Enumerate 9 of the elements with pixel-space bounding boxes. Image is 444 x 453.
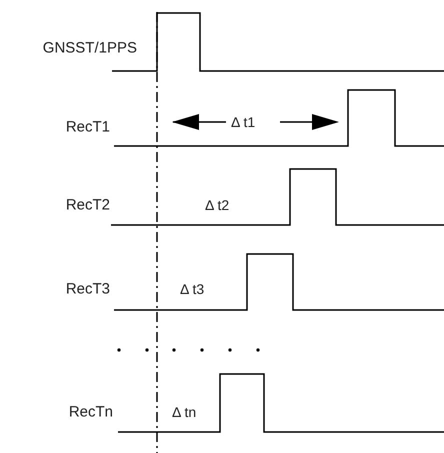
signal-label: RecT3 <box>66 282 110 296</box>
interval-label: Δ t1 <box>231 115 256 129</box>
signal-label: GNSST/1PPS <box>42 40 137 56</box>
signal-label: RecT1 <box>66 120 110 134</box>
interval-label: Δ tn <box>172 405 196 419</box>
interval-label: Δ t3 <box>180 282 204 296</box>
signal-label: RecT2 <box>66 198 110 212</box>
interval-label: Δ t2 <box>205 198 230 212</box>
signal-label: RecTn <box>68 404 113 420</box>
